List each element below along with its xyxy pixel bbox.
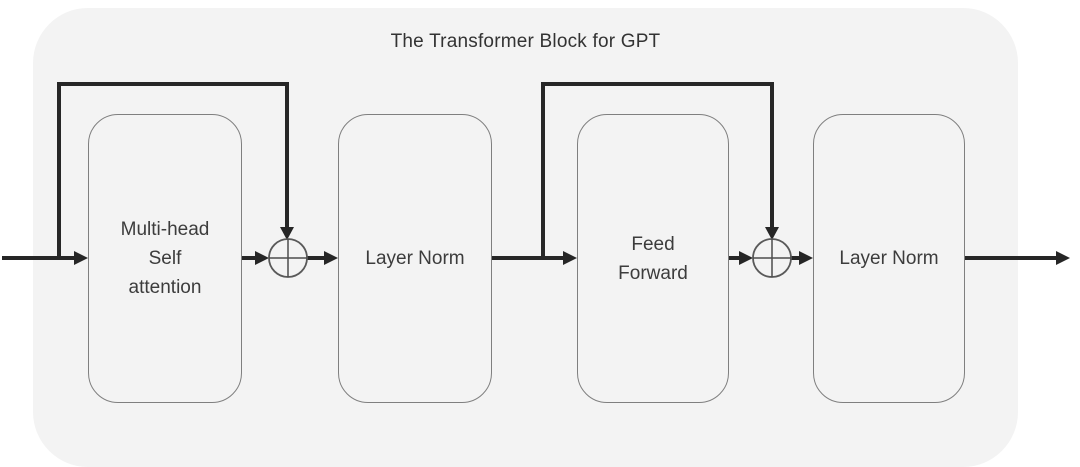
node-label: Multi-head Self attention xyxy=(120,219,210,298)
arrowhead-icon xyxy=(765,227,779,240)
plus-circle-icon xyxy=(268,238,308,278)
node-layer-norm-2: Layer Norm xyxy=(813,114,965,403)
arrowhead-icon xyxy=(280,227,294,240)
node-label: Layer Norm xyxy=(839,248,939,269)
diagram-title: The Transformer Block for GPT xyxy=(390,31,661,52)
arrowhead-icon xyxy=(74,251,88,265)
plus-circle-icon xyxy=(752,238,792,278)
node-layer-norm-1: Layer Norm xyxy=(338,114,492,403)
node-label: Layer Norm xyxy=(365,248,465,269)
arrowhead-icon xyxy=(563,251,577,265)
node-multi-head-self-attention: Multi-head Self attention xyxy=(88,114,242,403)
arrowhead-icon xyxy=(799,251,813,265)
arrowhead-icon xyxy=(324,251,338,265)
arrowhead-icon xyxy=(1056,251,1070,265)
node-label: Feed Forward xyxy=(618,233,688,284)
residual-skip-line-2 xyxy=(541,82,774,258)
arrowhead-icon xyxy=(739,251,753,265)
node-feed-forward: Feed Forward xyxy=(577,114,729,403)
arrowhead-icon xyxy=(255,251,269,265)
residual-skip-line-1 xyxy=(57,82,289,258)
